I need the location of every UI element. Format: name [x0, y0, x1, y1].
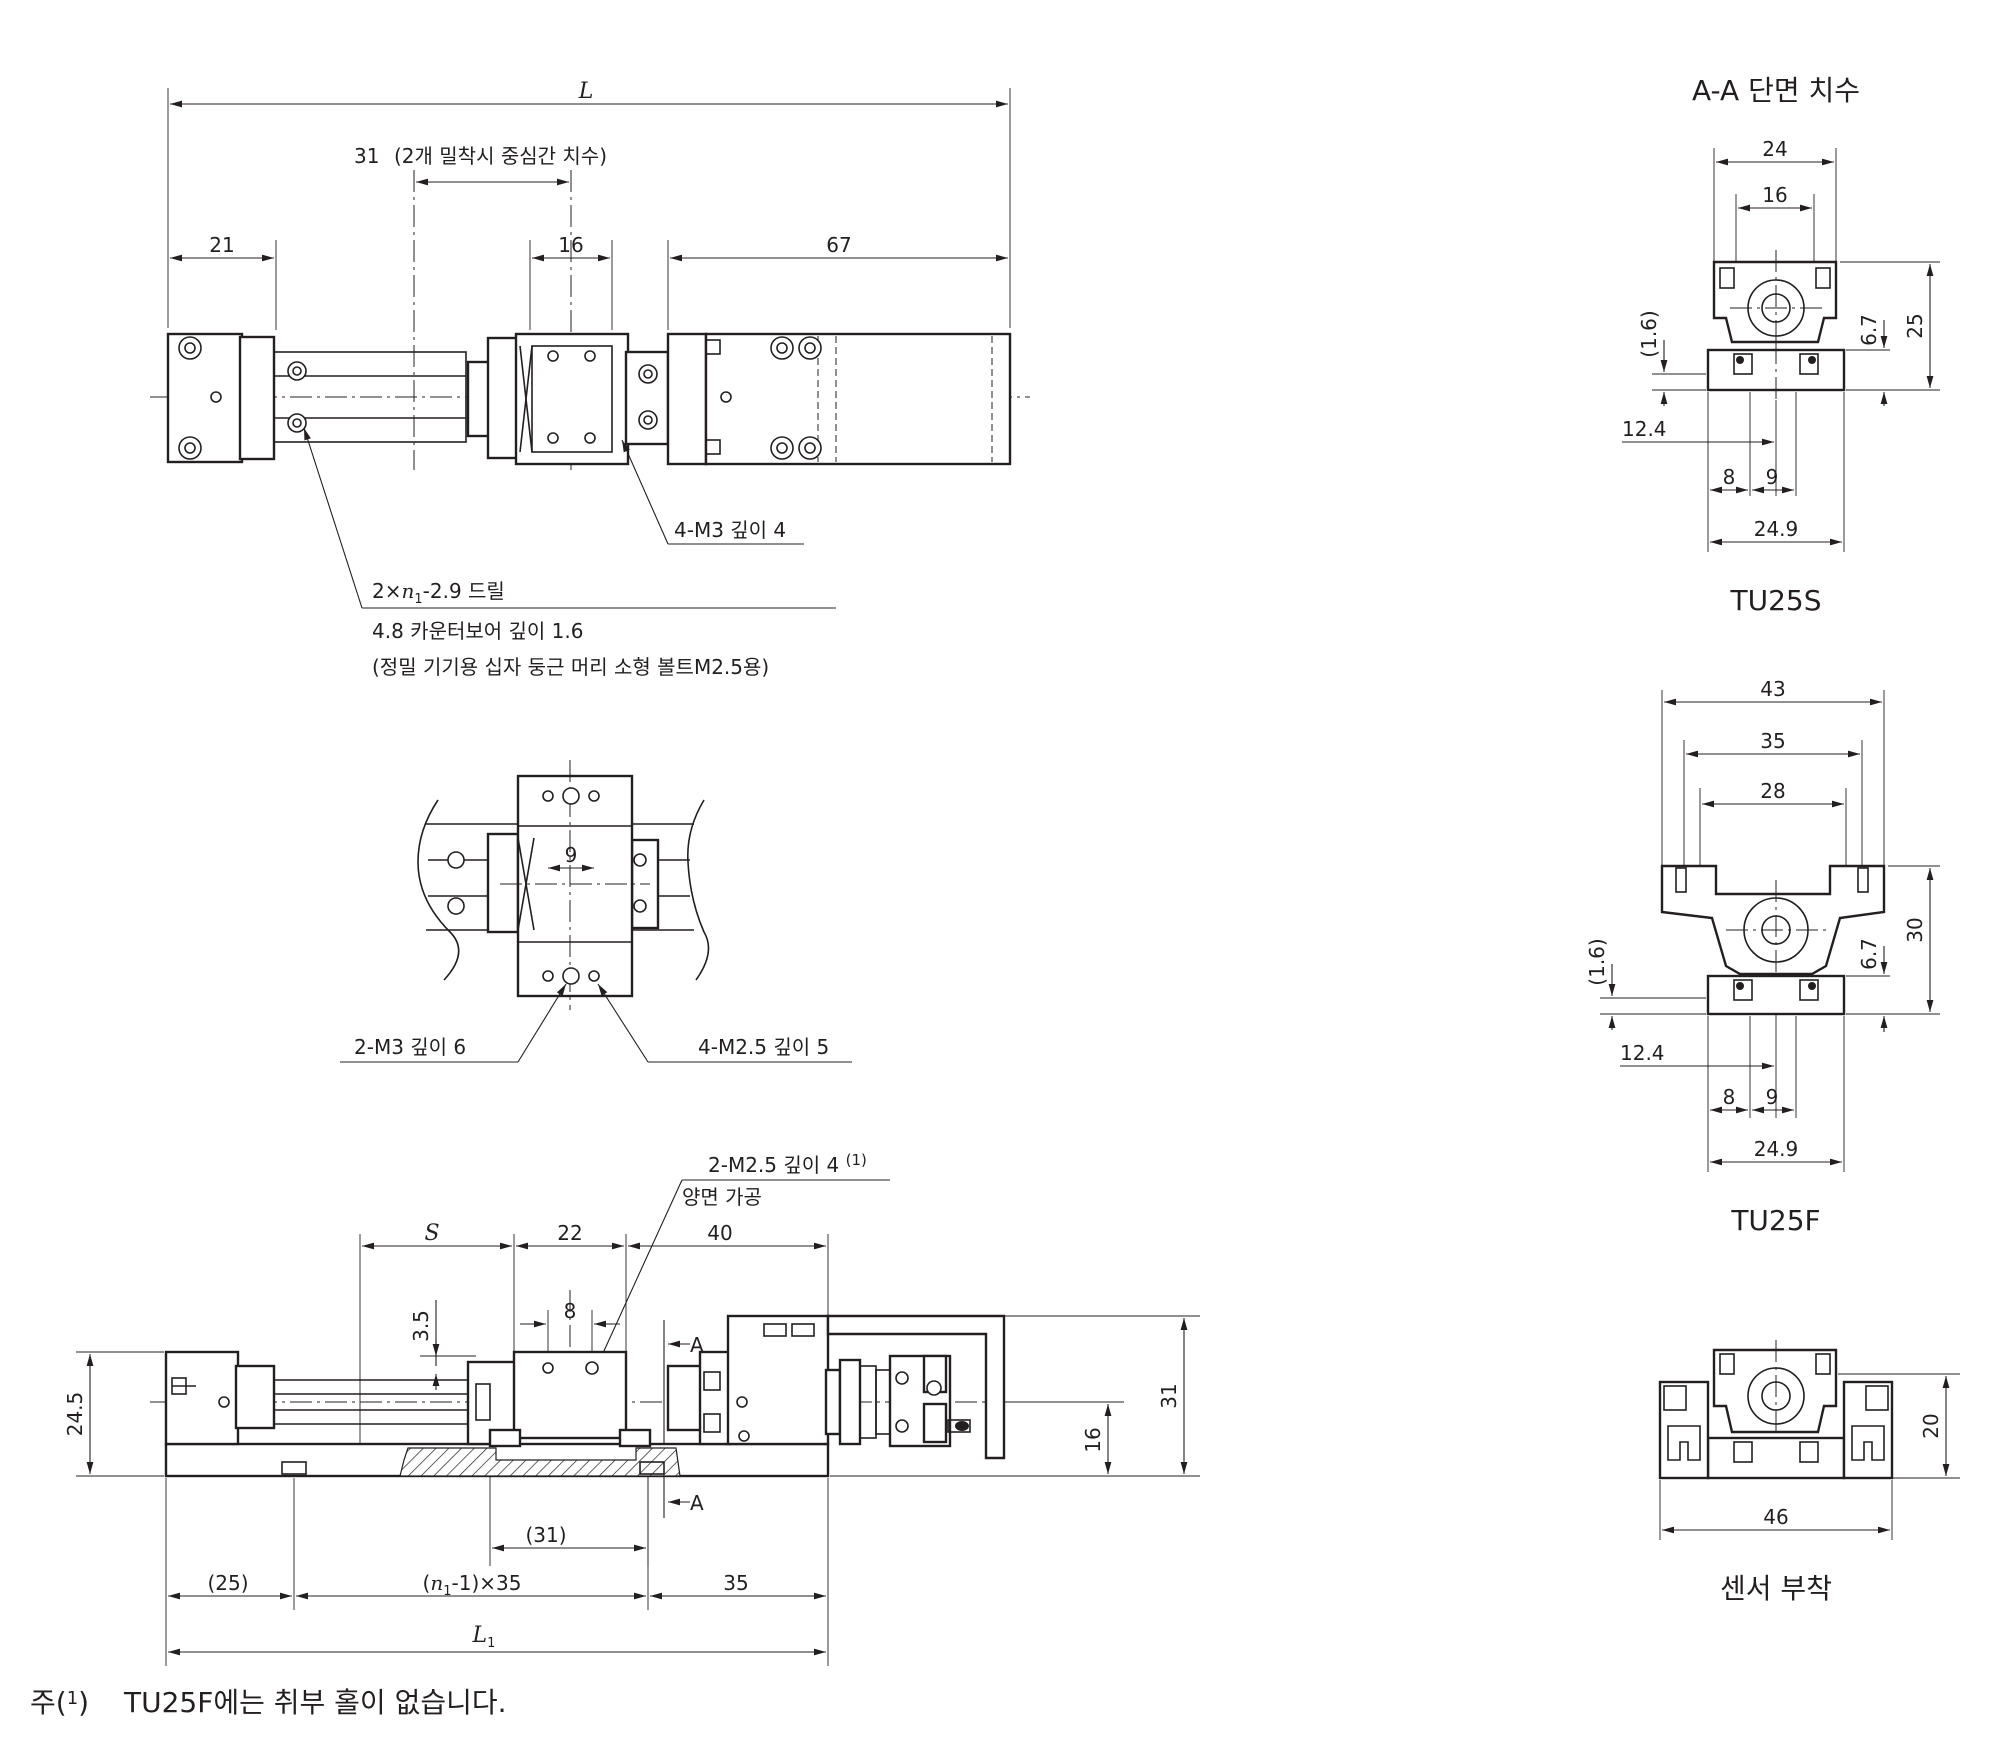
label-tu25f: TU25F: [1730, 1204, 1820, 1237]
dim-9: 9: [1766, 465, 1779, 489]
footnote-text: TU25F에는 취부 홀이 없습니다.: [123, 1686, 507, 1719]
callout-bolt-note: (정밀 기기용 십자 둥근 머리 소형 볼트M2.5용): [372, 655, 769, 679]
dim-9: 9: [565, 843, 578, 867]
dim-12-4: 12.4: [1620, 1041, 1665, 1065]
dim-6-7: 6.7: [1857, 314, 1881, 346]
label-sensor: 센서 부착: [1720, 1572, 1832, 1605]
dim-28: 28: [1760, 779, 1785, 803]
dim-1-6: (1.6): [1585, 938, 1609, 985]
dim-pitch-n1: (n1-1)×35: [423, 1571, 522, 1599]
dim-67: 67: [826, 233, 851, 257]
dim-31-paren: (31): [525, 1523, 566, 1547]
dim-31-note: (2개 밀착시 중심간 치수): [394, 144, 607, 168]
dim-12-4: 12.4: [1622, 417, 1667, 441]
section-tu25f: 43 35 28 30 6.7 (1.6): [1585, 677, 1940, 1237]
callout-drill: 2×n1-2.9 드릴: [372, 579, 505, 607]
dim-6-7: 6.7: [1857, 938, 1881, 970]
dim-16: 16: [558, 233, 583, 257]
dim-40: 40: [707, 1221, 732, 1245]
dim-24: 24: [1762, 137, 1787, 161]
dim-16: 16: [1762, 183, 1787, 207]
dim-9: 9: [1766, 1085, 1779, 1109]
dim-L1: L1: [472, 1623, 496, 1651]
dim-3-5: 3.5: [409, 1310, 433, 1342]
dim-24-5: 24.5: [63, 1392, 87, 1437]
dim-8: 8: [1723, 465, 1736, 489]
dim-46: 46: [1763, 1505, 1788, 1529]
callout-2-m3: 2-M3 깊이 6: [354, 1035, 466, 1059]
section-header: A-A 단면 치수: [1692, 74, 1860, 107]
dim-20: 20: [1919, 1413, 1943, 1438]
dim-35: 35: [723, 1571, 748, 1595]
dim-8: 8: [1723, 1085, 1736, 1109]
dim-31-height: 31: [1157, 1383, 1181, 1408]
callout-counterbore: 4.8 카운터보어 깊이 1.6: [372, 619, 584, 643]
callout-4-m2-5: 4-M2.5 깊이 5: [698, 1035, 829, 1059]
footnote: 주(1) TU25F에는 취부 홀이 없습니다.: [30, 1686, 507, 1719]
detail-view: 9 2-M3 깊이 6 4-M2.5 깊이 5: [340, 760, 852, 1063]
dim-25-paren: (25): [207, 1571, 248, 1595]
callout-both-sides: 양면 가공: [682, 1185, 762, 1209]
dim-25: 25: [1903, 313, 1927, 338]
dim-31-pitch: 31: [354, 144, 379, 168]
dim-30: 30: [1903, 917, 1927, 942]
label-tu25s: TU25S: [1730, 584, 1822, 617]
dim-35: 35: [1760, 729, 1785, 753]
section-tu25s: A-A 단면 치수 24 16 25 6.7 (1: [1622, 74, 1940, 617]
side-view: 2-M2.5 깊이 4 (1) 양면 가공 S 22 40 3.5 8: [63, 1151, 1200, 1666]
dim-21: 21: [209, 233, 234, 257]
dim-24-9: 24.9: [1754, 517, 1799, 541]
dim-L: L: [578, 79, 594, 104]
callout-4-m3: 4-M3 깊이 4: [674, 518, 786, 542]
dim-S: S: [424, 1221, 439, 1246]
mount-holes-top: [178, 336, 822, 460]
section-mark-bottom: A: [690, 1491, 704, 1515]
dim-16-height: 16: [1081, 1427, 1105, 1452]
section-sensor: 20 46 센서 부착: [1658, 1340, 1960, 1605]
dim-1-6: (1.6): [1637, 310, 1661, 357]
dim-24-9: 24.9: [1754, 1137, 1799, 1161]
top-view: L 31 (2개 밀착시 중심간 치수) 21 16 67: [150, 79, 1030, 679]
callout-2-m2-5: 2-M2.5 깊이 4 (1): [708, 1151, 867, 1177]
footnote-ref: 주(1): [30, 1686, 89, 1719]
dim-43: 43: [1760, 677, 1785, 701]
dim-22: 22: [557, 1221, 582, 1245]
